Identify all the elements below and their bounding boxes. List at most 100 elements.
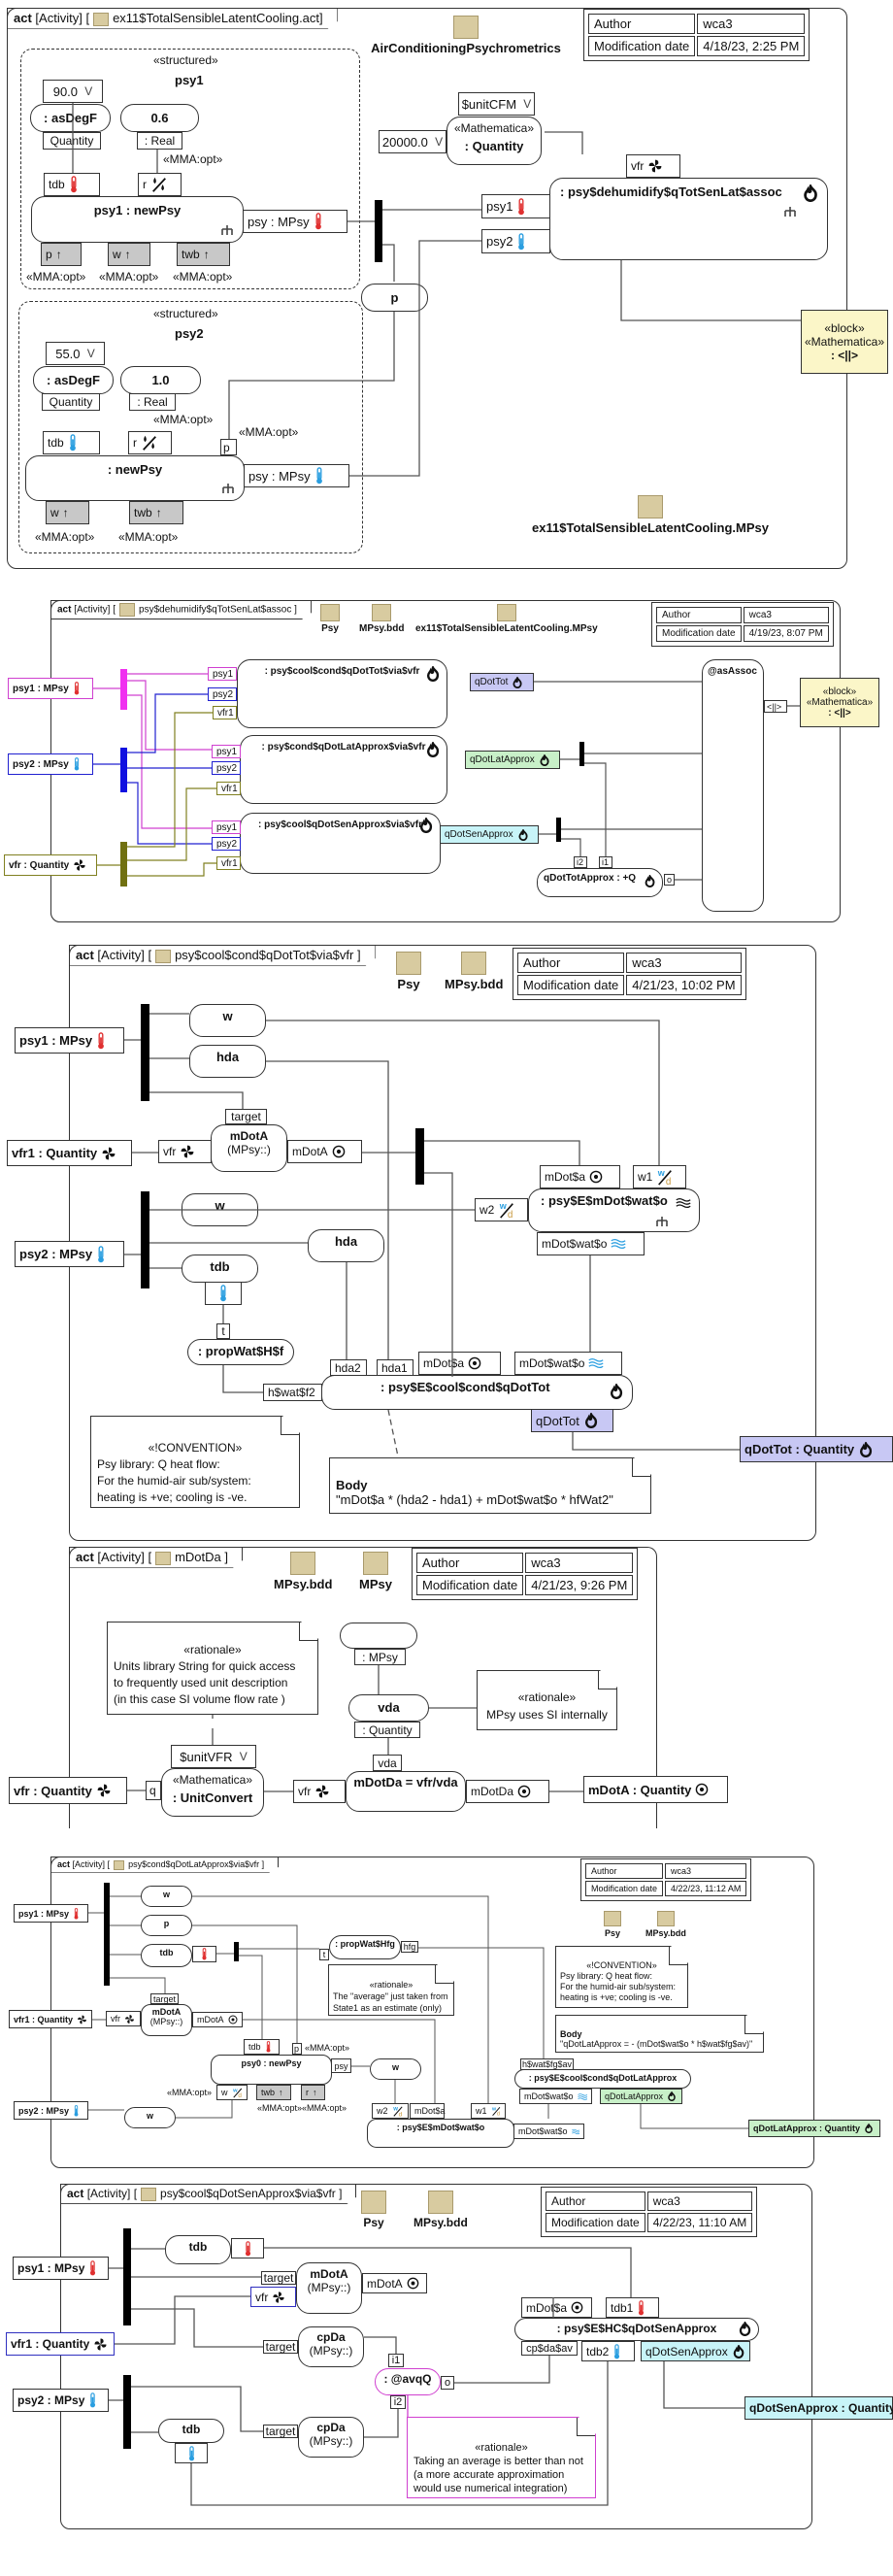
pin-vfr1[interactable]: vfr1 — [216, 782, 241, 795]
w1-pin[interactable]: w1 — [633, 1165, 686, 1188]
pin-psy1[interactable]: psy1 — [212, 820, 241, 834]
psy1-w-pin[interactable]: w ↑ — [108, 243, 150, 266]
package-mpsy[interactable]: ex11$TotalSensibleLatentCooling.MPsy — [505, 495, 796, 535]
psy2-real-value[interactable]: 1.0 — [120, 366, 201, 394]
p-pin[interactable]: p — [292, 2043, 302, 2055]
dehumidify-assoc-action[interactable]: : psy$dehumidify$qTotSenLat$assoc — [549, 178, 828, 260]
psy1-r-pin[interactable]: r — [138, 173, 182, 196]
psy-output-pin[interactable]: psy — [331, 2058, 351, 2073]
w-action[interactable]: w — [141, 1886, 192, 1907]
qdottotapprox-action[interactable]: qDotTotApprox : +Q — [537, 868, 663, 897]
q-pin[interactable]: q — [146, 1781, 161, 1800]
hfg-pin[interactable]: hfg — [401, 1941, 418, 1953]
target-pin[interactable]: target — [225, 1109, 267, 1124]
package-psy[interactable]: Psy — [320, 604, 340, 634]
unitvfr-value-spec[interactable]: $unitVFR V — [171, 1745, 256, 1768]
package-mpsy[interactable]: MPsy — [359, 1552, 392, 1591]
param-psy2[interactable]: psy2 : MPsy — [13, 2389, 109, 2412]
avqq-action[interactable]: : @avqQ — [375, 2368, 441, 2395]
cpdaav-pin[interactable]: cp$da$av — [521, 2341, 578, 2356]
package-ex11-mpsy[interactable]: ex11$TotalSensibleLatentCooling.MPsy — [415, 604, 598, 634]
psy1-tdb-pin[interactable]: tdb — [44, 173, 100, 196]
r-pin[interactable]: r ↑ — [301, 2085, 325, 2100]
call-qdotsenapprox[interactable]: : psy$cool$qDotSenApprox$via$vfr — [240, 813, 441, 874]
result-qdotsenapprox[interactable]: qDotSenApprox : Quantity — [744, 2396, 893, 2420]
target-pin[interactable]: target — [263, 2340, 298, 2354]
tdb-action[interactable]: tdb — [158, 2419, 224, 2443]
mdot-wat-pin[interactable]: mDot$wat$o — [519, 2089, 592, 2104]
assoc-vfr-pin[interactable]: vfr — [626, 154, 680, 178]
psy1-twb-pin[interactable]: twb ↑ — [177, 243, 230, 266]
pin-vfr1[interactable]: vfr1 — [213, 706, 237, 719]
package-mpsy-bdd[interactable]: MPsy.bdd — [445, 952, 503, 991]
pin-psy2[interactable]: psy2 — [208, 687, 237, 701]
out-qdotsenapprox[interactable]: qDotSenApprox — [440, 825, 539, 844]
psy1-newpsy-action[interactable]: psy1 : newPsy — [31, 196, 244, 243]
out-qdottot[interactable]: qDotTot — [470, 673, 534, 691]
pin-psy1[interactable]: psy1 — [212, 745, 241, 758]
mdota-output-pin[interactable]: mDotA — [362, 2273, 427, 2293]
target-pin[interactable]: target — [261, 2271, 296, 2285]
hda-action[interactable]: hda — [189, 1045, 266, 1078]
asassoc-action[interactable]: @asAssoc — [702, 659, 764, 912]
target-pin[interactable]: target — [263, 2425, 298, 2438]
psy2-w-pin[interactable]: w ↑ — [46, 501, 89, 524]
mdota-output-pin[interactable]: mDotA — [192, 2012, 243, 2027]
pin-o[interactable]: o — [441, 2376, 454, 2390]
psy2-value-spec[interactable]: 55.0 V — [46, 342, 105, 365]
result-mdota[interactable]: mDotA : Quantity — [583, 1776, 728, 1803]
assoc-psy1-pin[interactable]: psy1 — [481, 194, 550, 218]
mdota-action[interactable]: mDotA(MPsy::) — [296, 2262, 362, 2314]
mdota-action[interactable]: mDotA(MPsy::) — [211, 1124, 287, 1172]
package-airconditioningpsychrometrics[interactable]: AirConditioningPsychrometrics — [369, 16, 563, 55]
tdb-pin[interactable]: tdb — [244, 2039, 280, 2055]
vfr-pin[interactable]: vfr — [293, 1780, 346, 1803]
propwat-hfg-action[interactable]: : propWat$Hfg — [329, 1935, 401, 1959]
mdot-a-pin[interactable]: mDot$a — [418, 1352, 501, 1375]
psy1-asdegf-action[interactable]: : asDegF — [30, 104, 111, 132]
mdot-wat-output-pin[interactable]: mDot$wat$o — [537, 1232, 645, 1255]
param-vfr1[interactable]: vfr1 : Quantity — [7, 1140, 132, 1166]
psy2-newpsy-action[interactable]: : newPsy — [25, 455, 245, 501]
pin-i2[interactable]: i2 — [574, 856, 587, 868]
param-psy1[interactable]: psy1 : MPsy — [8, 678, 93, 699]
psy0-newpsy-action[interactable]: psy0 : newPsy — [211, 2055, 332, 2085]
propwat-action[interactable]: : propWat$H$f — [187, 1339, 294, 1365]
mdot-a-pin[interactable]: mDot$a — [521, 2297, 592, 2318]
w1-pin[interactable]: w1 — [471, 2103, 506, 2119]
out-qdotlatapprox[interactable]: qDotLatApprox — [465, 751, 560, 769]
cfm-value-spec[interactable]: 20000.0 V — [379, 130, 446, 153]
p-action[interactable]: p — [141, 1915, 192, 1936]
mathematica-quantity-action[interactable]: «Mathematica»: Quantity — [446, 117, 542, 165]
param-vfr[interactable]: vfr : Quantity — [4, 854, 97, 876]
psy2-twb-pin[interactable]: twb ↑ — [129, 501, 183, 524]
psy1-output-pin[interactable]: psy : MPsy — [243, 210, 347, 233]
qdotlat-cond-action[interactable]: : psy$E$cool$cond$qDotLatApprox — [514, 2069, 691, 2089]
unitconvert-action[interactable]: «Mathematica»: UnitConvert — [161, 1768, 264, 1817]
mpsy-object[interactable] — [340, 1623, 417, 1649]
w-action[interactable]: w — [370, 2058, 421, 2080]
mdotda-action[interactable]: mDotDa = vfr/vda — [346, 1771, 466, 1812]
psy2-output-pin[interactable]: psy : MPsy — [244, 464, 349, 487]
psy2-r-pin[interactable]: r — [128, 431, 172, 454]
param-psy1[interactable]: psy1 : MPsy — [13, 2257, 109, 2280]
mdot-a-pin[interactable]: mDot$a — [410, 2103, 446, 2119]
vfr-pin[interactable]: vfr — [158, 1140, 212, 1163]
twb-pin[interactable]: twb ↑ — [256, 2085, 291, 2100]
pin-psy2[interactable]: psy2 — [212, 761, 241, 775]
mdot-wat-action[interactable]: : psy$E$mDot$wat$o — [528, 1188, 700, 1232]
w2-pin[interactable]: w2 — [372, 2103, 409, 2119]
qdottot-cond-action[interactable]: : psy$E$cool$cond$qDotTot — [321, 1375, 633, 1410]
psy2-asdegf-action[interactable]: : asDegF — [33, 366, 114, 394]
tdb1-pin[interactable]: tdb1 — [606, 2297, 659, 2318]
hda-action[interactable]: hda — [308, 1229, 384, 1262]
param-psy2[interactable]: psy2 : MPsy — [14, 2101, 88, 2120]
param-psy2[interactable]: psy2 : MPsy — [8, 753, 93, 775]
qdotsen-output-pin[interactable]: qDotSenApprox — [641, 2341, 750, 2361]
tdb-action[interactable]: tdb — [141, 1944, 192, 1967]
unitcfm-value-spec[interactable]: $unitCFM V — [458, 92, 535, 116]
param-psy1[interactable]: psy1 : MPsy — [15, 1027, 124, 1054]
mdota-action[interactable]: mDotA(MPsy::) — [141, 2004, 192, 2036]
package-psy[interactable]: Psy — [396, 952, 421, 991]
pin-i2[interactable]: i2 — [390, 2395, 406, 2409]
